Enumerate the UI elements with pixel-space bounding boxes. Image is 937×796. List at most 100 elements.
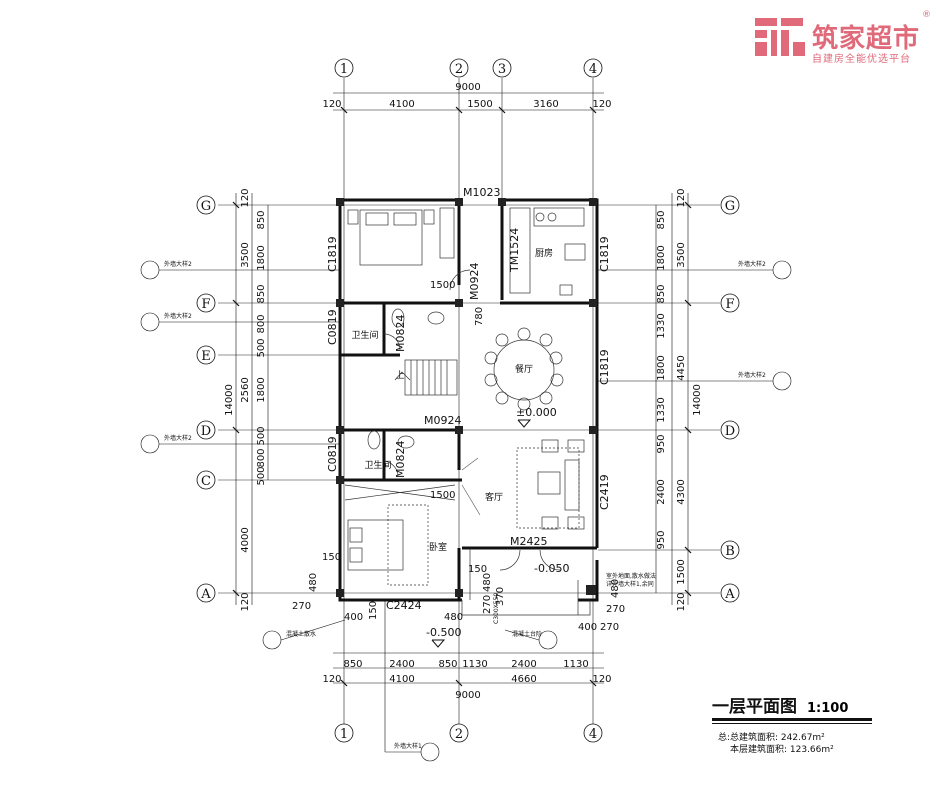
note-ext-6: 外墙大样1 <box>394 742 422 750</box>
dim-bottom-total: 9000 <box>455 690 480 701</box>
room-living: 客厅 <box>485 491 503 503</box>
dim-bd-3: 1130 <box>462 659 487 670</box>
axis-label-D-right: D <box>725 424 735 439</box>
dim-ld-8: 500 <box>256 466 267 485</box>
note-stone2: 详外墙大样1,余同 <box>606 580 654 588</box>
dim-left-total: 14000 <box>224 384 235 416</box>
dim-rd-3: 1330 <box>656 313 667 338</box>
misc-dim-2: 780 <box>474 307 485 326</box>
axis-label-1-bottom: 1 <box>340 727 348 742</box>
door-swing-lines <box>461 457 481 516</box>
opening-tm1524: TM1524 <box>508 228 521 273</box>
level-porch: -0.050 <box>534 562 569 575</box>
misc-dim-7: 150 <box>368 601 379 620</box>
room-labels: 厨房 餐厅 客厅 卧室 卫生间 卫生间 上 <box>351 247 553 553</box>
dim-top-total: 9000 <box>455 82 480 93</box>
axis-label-2: 2 <box>455 62 463 77</box>
misc-dim-9: 270 <box>482 595 493 614</box>
misc-dim-10: 480 <box>482 573 493 592</box>
axis-label-D: D <box>201 424 211 439</box>
floor-area: 本层建筑面积: 123.66m² <box>730 745 834 755</box>
dim-left-4: 120 <box>240 592 251 611</box>
axis-label-4: 4 <box>589 62 597 77</box>
dim-left-0: 120 <box>240 188 251 207</box>
axis-label-A: A <box>200 587 211 602</box>
dim-right-5: 120 <box>676 592 687 611</box>
title-underline-thin <box>712 723 872 724</box>
dim-bd-0: 850 <box>343 659 362 670</box>
dim-rd-4: 1800 <box>656 355 667 380</box>
dim-bd-2: 850 <box>438 659 457 670</box>
axis-label-G-right: G <box>725 199 735 214</box>
dim-bd-4: 2400 <box>511 659 536 670</box>
opening-m0824-a: M0824 <box>394 315 407 353</box>
dim-top-4: 120 <box>592 99 611 110</box>
room-kitchen: 厨房 <box>535 247 553 259</box>
room-wc-bottom: 卫生间 <box>364 459 391 471</box>
dim-right-1: 3500 <box>676 242 687 267</box>
misc-dim-5: 270 <box>292 601 311 612</box>
brand-name: 筑家超市 <box>812 24 921 54</box>
axis-label-G: G <box>201 199 211 214</box>
brand-registered-mark: ® <box>922 10 931 20</box>
title-underline <box>712 718 872 721</box>
room-dining: 餐厅 <box>515 363 533 375</box>
walls <box>338 198 599 602</box>
opening-c2424: C2424 <box>386 599 422 612</box>
axis-label-4-bottom: 4 <box>589 727 597 742</box>
dim-rd-1: 1800 <box>656 245 667 270</box>
dim-left-1: 3500 <box>240 242 251 267</box>
axis-label-C: C <box>201 474 211 489</box>
note-ext-2: 外墙大样2 <box>164 312 192 320</box>
dim-ld-0: 850 <box>256 210 267 229</box>
misc-dim-15: 270 <box>606 604 625 615</box>
dim-bottom-3: 120 <box>592 674 611 685</box>
axis-bubbles <box>196 58 740 743</box>
dim-top-2: 1500 <box>467 99 492 110</box>
misc-dimensions: 1500 1500 780 150 480 270 400 150 480 27… <box>292 280 625 633</box>
note-ext-3: 外墙大样2 <box>164 434 192 442</box>
stair-up-label: 上 <box>395 370 404 381</box>
dim-ld-5: 1800 <box>256 377 267 402</box>
dim-ld-6: 500 <box>256 426 267 445</box>
dim-rd-8: 950 <box>656 530 667 549</box>
opening-c2419: C2419 <box>598 474 611 510</box>
misc-dim-1: 1500 <box>430 490 455 501</box>
axis-label-F: F <box>201 297 210 312</box>
note-ext-4: 外墙大样2 <box>738 260 766 268</box>
dim-right-total: 14000 <box>692 384 703 416</box>
dim-rd-6: 950 <box>656 434 667 453</box>
note-ext-1: 外墙大样2 <box>164 260 192 268</box>
dim-bd-5: 1130 <box>563 659 588 670</box>
dim-ld-3: 800 <box>256 314 267 333</box>
dim-bottom-0: 120 <box>322 674 341 685</box>
drawing-title: 一层平面图 <box>712 697 797 717</box>
axis-label-1: 1 <box>340 62 348 77</box>
misc-dim-16: 150 <box>468 564 487 575</box>
levels: ±0.000 -0.050 -0.500 <box>426 406 569 648</box>
note-col: C300X550 <box>493 593 500 624</box>
dim-ld-7: 800 <box>256 448 267 467</box>
note-stone: 室外地面,散水做法 <box>606 572 656 580</box>
dim-left-2: 2560 <box>240 377 251 402</box>
dim-bottom-2: 4660 <box>511 674 536 685</box>
dim-right-3: 4300 <box>676 479 687 504</box>
misc-dim-3: 150 <box>322 552 341 563</box>
opening-m2425: M2425 <box>510 535 548 548</box>
axis-label-2-bottom: 2 <box>455 727 463 742</box>
bottom-dimensions: 850 2400 850 1130 2400 1130 120 4100 466… <box>322 659 611 701</box>
left-dimensions: 14000 120 3500 2560 4000 120 850 1800 85… <box>224 188 267 611</box>
axis-label-3: 3 <box>498 62 506 77</box>
dim-right-2: 4450 <box>676 355 687 380</box>
opening-c1819-b: C1819 <box>598 236 611 272</box>
dimension-lines <box>232 92 692 687</box>
axis-label-F-right: F <box>725 297 734 312</box>
dim-left-3: 4000 <box>240 527 251 552</box>
axis-label-A-right: A <box>724 587 735 602</box>
top-dimensions: 9000 120 4100 1500 3160 120 <box>322 82 611 110</box>
columns <box>336 198 597 597</box>
misc-dim-14: 480 <box>610 579 621 598</box>
opening-c1819-a: C1819 <box>326 236 339 272</box>
misc-dim-6: 400 <box>344 612 363 623</box>
